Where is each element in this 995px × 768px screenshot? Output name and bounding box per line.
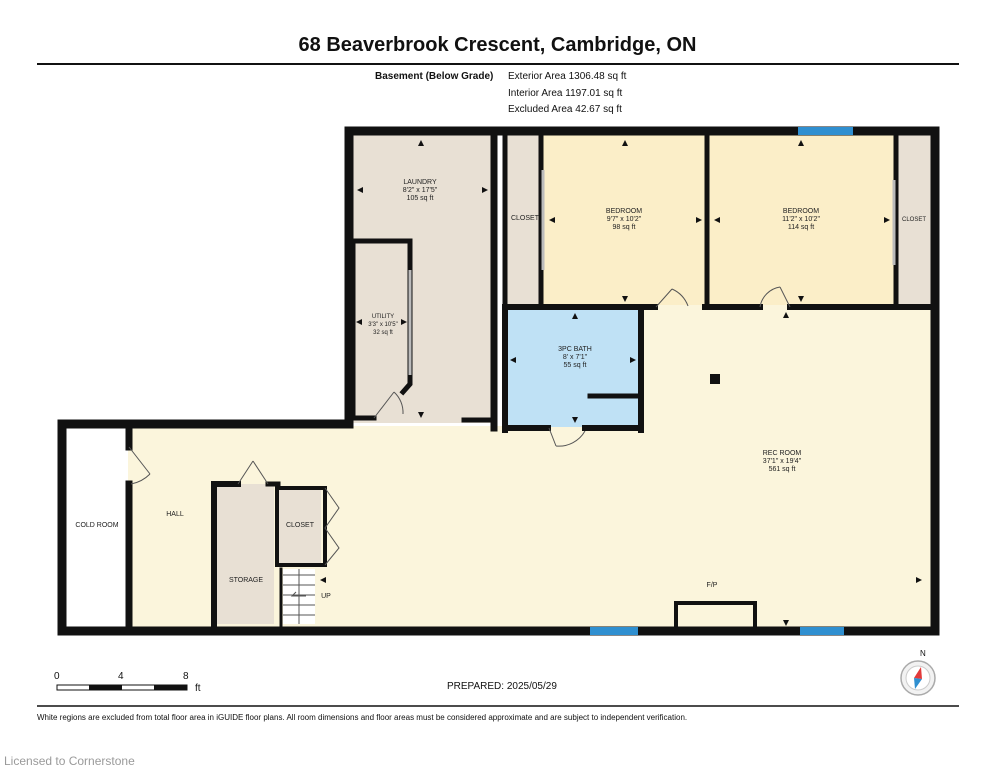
room-storage: STORAGE bbox=[218, 577, 274, 585]
room-name: LAUNDRY bbox=[403, 179, 437, 186]
room-area: 32 sq ft bbox=[373, 330, 393, 336]
dimension-arrows bbox=[320, 140, 922, 626]
disclaimer: White regions are excluded from total fl… bbox=[37, 713, 688, 722]
room-utility: UTILITY 3'3" x 10'5" 32 sq ft bbox=[358, 313, 408, 337]
scale-tick-0: 0 bbox=[54, 671, 60, 682]
room-closet-left: CLOSET bbox=[506, 215, 544, 223]
level-name: Basement (Below Grade) bbox=[375, 71, 494, 82]
stairs bbox=[283, 569, 315, 624]
doors bbox=[128, 170, 896, 566]
room-area: 114 sq ft bbox=[787, 224, 815, 231]
fireplace-label: F/P bbox=[700, 582, 724, 590]
bath-floor bbox=[506, 309, 640, 427]
room-name: CLOSET bbox=[285, 522, 314, 529]
room-area: 561 sq ft bbox=[768, 466, 796, 473]
room-name: REC ROOM bbox=[762, 450, 802, 457]
room-area: 55 sq ft bbox=[563, 362, 587, 369]
scale-tick-4: 4 bbox=[118, 671, 124, 682]
page-title: 68 Beaverbrook Crescent, Cambridge, ON bbox=[298, 34, 697, 56]
closet-right-floor bbox=[896, 133, 931, 305]
room-name: F/P bbox=[706, 582, 718, 589]
room-dimensions: 9'7" x 10'2" bbox=[606, 216, 642, 223]
excluded-area: Excluded Area 42.67 sq ft bbox=[508, 104, 622, 115]
hall-floor bbox=[128, 426, 648, 631]
room-name: BEDROOM bbox=[605, 208, 643, 215]
room-dimensions: 3'3" x 10'5" bbox=[368, 322, 398, 328]
room-name: UTILITY bbox=[371, 314, 395, 320]
room-name: BEDROOM bbox=[782, 208, 820, 215]
compass-icon bbox=[900, 660, 936, 696]
closet-hall-floor bbox=[279, 487, 321, 563]
room-dimensions: 8'2" x 17'5" bbox=[402, 187, 438, 194]
exterior-area: Exterior Area 1306.48 sq ft bbox=[508, 71, 627, 82]
room-laundry: LAUNDRY 8'2" x 17'5" 105 sq ft bbox=[380, 179, 460, 203]
room-dimensions: 37'1" x 19'4" bbox=[762, 458, 802, 465]
room-name: CLOSET bbox=[510, 215, 539, 222]
bedroom1-floor bbox=[543, 133, 705, 305]
room-bedroom-1: BEDROOM 9'7" x 10'2" 98 sq ft bbox=[584, 208, 664, 232]
room-closet-right: CLOSET bbox=[896, 216, 932, 224]
room-name: UP bbox=[321, 593, 331, 600]
storage-floor bbox=[216, 484, 274, 624]
room-hall: HALL bbox=[155, 511, 195, 519]
prepared-date: PREPARED: 2025/05/29 bbox=[447, 681, 557, 692]
scale-tick-8: 8 bbox=[183, 671, 189, 682]
room-area: 105 sq ft bbox=[406, 195, 434, 202]
room-name: COLD ROOM bbox=[75, 522, 119, 529]
windows bbox=[590, 127, 853, 635]
room-bedroom-2: BEDROOM 11'2" x 10'2" 114 sq ft bbox=[761, 208, 841, 232]
room-name: 3PC BATH bbox=[558, 346, 592, 353]
cold-room-floor bbox=[66, 426, 128, 627]
room-closet-hall: CLOSET bbox=[279, 522, 321, 530]
interior-area: Interior Area 1197.01 sq ft bbox=[508, 88, 623, 99]
room-bath: 3PC BATH 8' x 7'1" 55 sq ft bbox=[535, 346, 615, 370]
room-cold-room: COLD ROOM bbox=[66, 522, 128, 530]
scale-unit: ft bbox=[195, 683, 201, 694]
room-name: HALL bbox=[166, 511, 184, 518]
license-watermark: Licensed to Cornerstone bbox=[4, 754, 135, 768]
room-dimensions: 8' x 7'1" bbox=[562, 354, 588, 361]
room-area: 98 sq ft bbox=[612, 224, 636, 231]
bedroom2-floor bbox=[709, 133, 896, 305]
room-dimensions: 11'2" x 10'2" bbox=[782, 216, 820, 223]
walls bbox=[57, 126, 940, 636]
compass-north-label: N bbox=[920, 649, 926, 658]
rec-floor bbox=[640, 305, 931, 631]
header-divider bbox=[37, 63, 959, 65]
scale-bar bbox=[56, 684, 188, 691]
room-name: CLOSET bbox=[901, 217, 926, 223]
utility-floor bbox=[353, 244, 410, 416]
room-name: STORAGE bbox=[228, 577, 264, 584]
closet-left-floor bbox=[507, 133, 543, 305]
stairs-label: UP bbox=[318, 593, 334, 601]
room-rec: REC ROOM 37'1" x 19'4" 561 sq ft bbox=[742, 450, 822, 474]
